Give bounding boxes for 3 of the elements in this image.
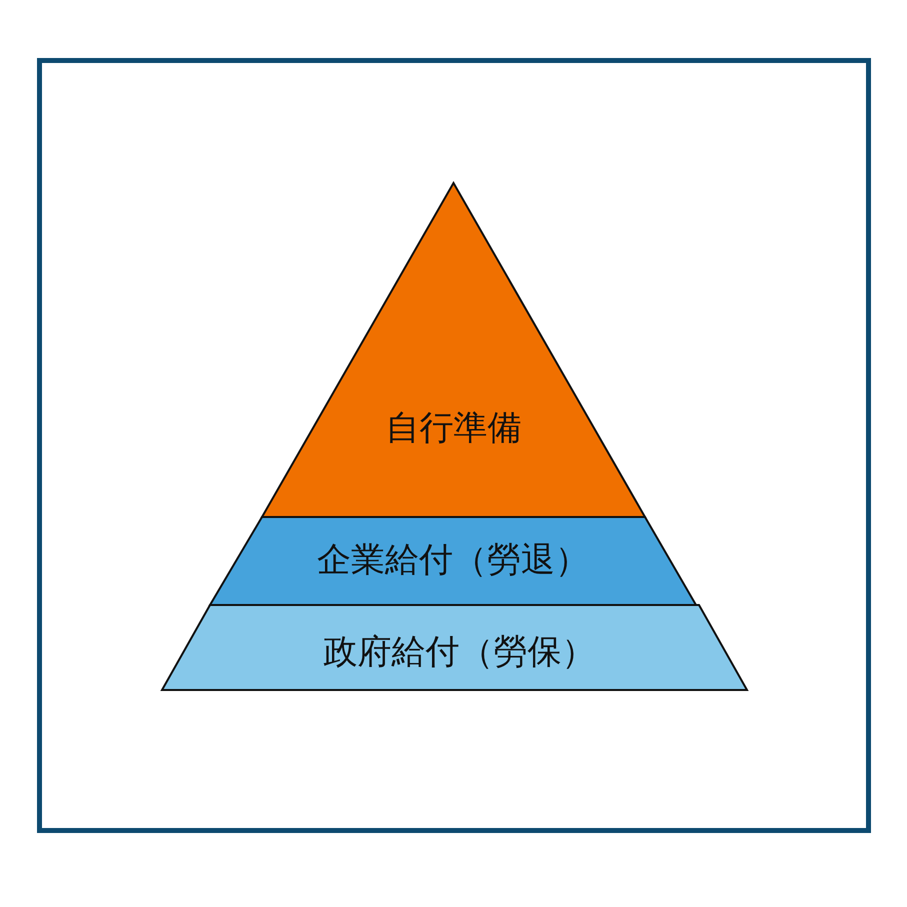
tier-label: 企業給付（勞退） — [316, 540, 590, 580]
tier-label: 自行準備 — [384, 408, 522, 448]
tier-label: 政府給付（勞保） — [322, 632, 596, 672]
